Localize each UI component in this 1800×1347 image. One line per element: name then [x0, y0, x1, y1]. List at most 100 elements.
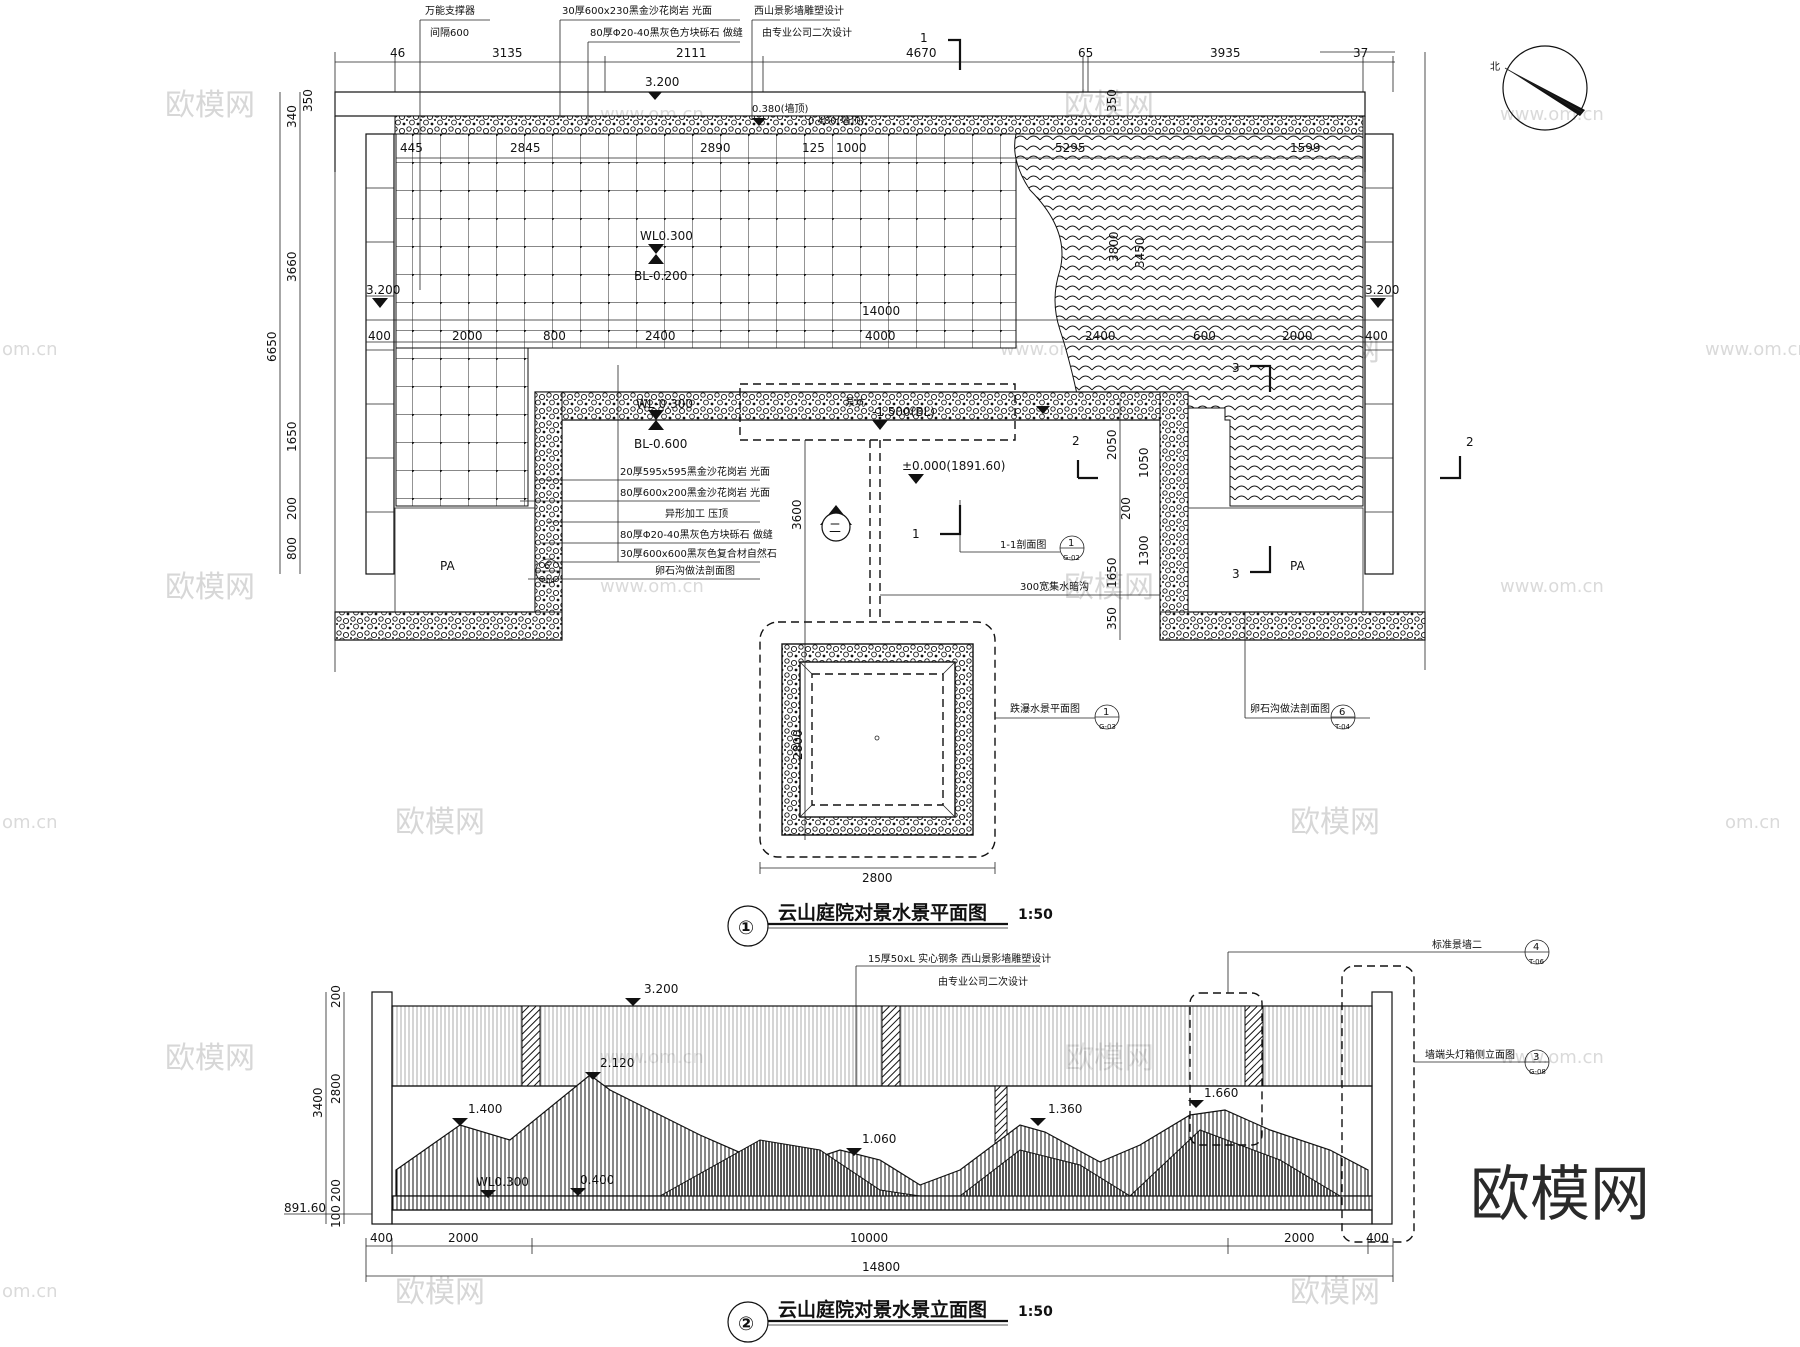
- level-label: 1.360: [1048, 1102, 1082, 1116]
- dim-label: 350: [1105, 89, 1119, 112]
- note-text: 间隔600: [430, 26, 469, 39]
- watermark-url: om.cn: [2, 339, 58, 360]
- plan-view: PA PA 泵坑 46 3135 2111 4670 65 3935 37: [265, 4, 1588, 947]
- level-label: 3.200: [1365, 283, 1399, 297]
- gravel-strip-top: [394, 115, 1364, 135]
- water-basin: [391, 1195, 1373, 1211]
- watermark: 欧模网: [1290, 1275, 1380, 1310]
- water-level-marker: WL-0.300 BL-0.600: [634, 397, 693, 451]
- watermark-url: om.cn: [2, 1281, 58, 1302]
- level-label: 3.200: [644, 982, 678, 996]
- svg-text:2: 2: [1072, 434, 1080, 448]
- dim-label: 400: [1365, 329, 1388, 343]
- dim-label: 5295: [1055, 141, 1086, 155]
- dim-label: 6650: [265, 331, 279, 362]
- mountain-steel-sculpture: [395, 1074, 1369, 1197]
- watermark-url: www.om.cn: [600, 576, 704, 597]
- level-label: 0.400(墙顶): [808, 114, 865, 127]
- callout-sheet: T-06: [1528, 958, 1545, 966]
- dim-label: 37: [1353, 46, 1368, 60]
- dim-label: 2000: [1284, 1231, 1315, 1245]
- pa-label: PA: [1290, 559, 1305, 573]
- drawing-number: ①: [738, 917, 754, 939]
- level-label: 0.380(墙顶): [752, 102, 809, 115]
- elevation-levels: 3.200 2.120 1.400 1.060 1.360 1.660 WL0.…: [452, 982, 1238, 1198]
- dim-label: 2000: [452, 329, 483, 343]
- dim-label: 1599: [1290, 141, 1321, 155]
- dim-label: 2000: [1282, 329, 1313, 343]
- note-text: 由专业公司二次设计: [938, 975, 1028, 988]
- callout-section-1: 1 G-02: [1059, 535, 1085, 562]
- note-text: 80厚Φ20-40黑灰色方块砾石 做缝: [590, 26, 743, 39]
- coping-band: [334, 91, 1366, 117]
- level-marker: 3.200: [1365, 283, 1399, 308]
- note-text: 30厚600x230黑金沙花岗岩 光面: [562, 4, 712, 17]
- section-label: 1-1剖面图: [1000, 538, 1046, 551]
- dim-label: 400: [370, 1231, 393, 1245]
- dim-label: 2400: [1085, 329, 1116, 343]
- callout-sheet: T-04: [1334, 723, 1351, 731]
- callout-section-6: 6 T-04: [535, 558, 561, 585]
- dim-label: 3450: [1133, 237, 1147, 268]
- dim-label: 2890: [700, 141, 731, 155]
- note-text: 异形加工 压顶: [665, 508, 728, 520]
- dim-label: 125: [802, 141, 825, 155]
- svg-text:3: 3: [1232, 567, 1240, 581]
- dim-label: 2800: [329, 1073, 343, 1104]
- dim-label: 445: [400, 141, 423, 155]
- watermark: 欧模网: [165, 570, 255, 605]
- drawing-number: ②: [738, 1313, 754, 1335]
- end-post-left: [371, 991, 393, 1225]
- dim-label: 4670: [906, 46, 937, 60]
- callout-detail-4: 4 T-06: [1524, 939, 1550, 966]
- dim-label: 65: [1078, 46, 1093, 60]
- dim-label: 400: [368, 329, 391, 343]
- note-text: 卵石沟做法剖面图: [655, 564, 735, 577]
- dim-label: 2050: [1105, 429, 1119, 460]
- watermark-url: www.om.cn: [1705, 339, 1800, 360]
- basin-coping: [391, 1209, 1373, 1225]
- level-label: 1.660: [1204, 1086, 1238, 1100]
- level-marker: -1.500(BL): [872, 405, 935, 430]
- section-cut-1: 1 1: [912, 31, 962, 541]
- note-text: 墙端头灯箱侧立面图: [1425, 1048, 1515, 1061]
- dim-label: 1650: [1105, 557, 1119, 588]
- gravel-channel-left: [534, 391, 563, 613]
- dim-label: 10000: [850, 1231, 888, 1245]
- callout-elevation-marker: 二: [820, 505, 852, 542]
- note-text: 西山景影墙雕塑设计: [754, 4, 844, 17]
- elevation-title: 云山庭院对景水景立面图: [778, 1298, 987, 1321]
- callout-detail-3: 3 G-08: [1524, 1049, 1550, 1076]
- dim-label: 1050: [1137, 447, 1151, 478]
- pool-drain: [874, 735, 880, 741]
- plan-title-block: ① 云山庭院对景水景平面图 1:50: [727, 901, 1053, 947]
- callout-gravel-section: 6 T-04: [1330, 704, 1356, 731]
- dim-label: 800: [285, 537, 299, 560]
- watermark: 欧模网: [165, 88, 255, 123]
- callout-num: 6: [544, 561, 550, 572]
- dim-label: 3800: [1107, 231, 1121, 262]
- dim-label: 200: [285, 497, 299, 520]
- dim-label: 200: [329, 1179, 343, 1202]
- end-post-right: [1371, 991, 1393, 1225]
- level-label: WL0.300: [476, 1175, 529, 1189]
- drain-label: 300宽集水暗沟: [1020, 580, 1089, 593]
- level-label: 1.400: [468, 1102, 502, 1116]
- planting-area-left: [394, 507, 536, 613]
- brand-logo: 欧模网: [1470, 1160, 1650, 1230]
- dim-label: 891.60: [284, 1201, 326, 1215]
- elevation-scale: 1:50: [1018, 1304, 1053, 1320]
- callout-num: 二: [829, 521, 841, 535]
- callout-num: 1: [1068, 538, 1074, 549]
- watermark-url: www.om.cn: [1500, 104, 1604, 125]
- gravel-section-label: 卵石沟做法剖面图: [1250, 702, 1330, 715]
- callout-num: 3: [1533, 1052, 1539, 1063]
- level-label: 3.200: [645, 75, 679, 89]
- callout-sheet: G-08: [1529, 1068, 1546, 1076]
- dim-label: 400: [1366, 1231, 1389, 1245]
- watermark: 欧模网: [1064, 570, 1154, 605]
- elevation-view: 3.200 2.120 1.400 1.060 1.360 1.660 WL0.…: [284, 938, 1550, 1343]
- dim-label: 340: [285, 105, 299, 128]
- note-text: 由专业公司二次设计: [762, 26, 852, 39]
